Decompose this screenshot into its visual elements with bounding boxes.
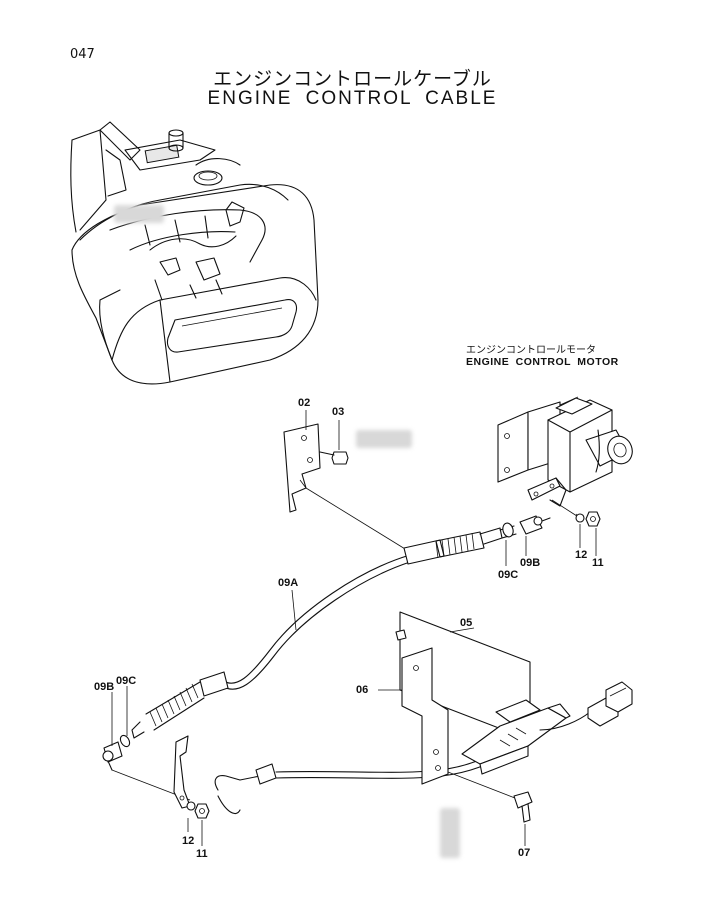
callout-12-top: 12: [575, 549, 588, 561]
callout-03: 03: [332, 406, 345, 418]
callout-06: 06: [356, 684, 369, 696]
engine-control-motor-illustration: [497, 396, 633, 507]
callout-11-top: 11: [592, 557, 604, 569]
title-japanese: エンジンコントロールケーブル: [213, 68, 492, 90]
callout-07: 07: [518, 847, 531, 859]
bracket-02-illustration: [283, 423, 349, 513]
callout-05: 05: [460, 617, 473, 629]
callout-09b-top: 09B: [520, 557, 541, 569]
callout-12-bottom: 12: [182, 835, 195, 847]
callout-09b-left: 09B: [94, 681, 115, 693]
callout-11-bottom: 11: [196, 848, 208, 860]
motor-label-japanese: エンジンコントロールモータ: [466, 345, 596, 356]
lower-cable-illustration: [214, 747, 505, 814]
callout-09c-left: 09C: [116, 675, 137, 687]
page-number: 047: [70, 47, 95, 62]
control-cable-illustration: [102, 487, 551, 801]
callout-09a: 09A: [278, 577, 299, 589]
machine-overview-illustration: [70, 121, 319, 385]
redacted-area-bottom: [440, 808, 460, 858]
plate-and-actuator-illustration: [395, 611, 633, 823]
lever-bracket-illustration: [173, 735, 210, 819]
callout-09c-top: 09C: [498, 569, 519, 581]
redacted-area-overview: [114, 205, 164, 223]
callout-02: 02: [298, 397, 311, 409]
motor-label-english: ENGINE CONTROL MOTOR: [466, 356, 619, 368]
redacted-area-bracket: [356, 430, 412, 448]
title-english: ENGINE CONTROL CABLE: [207, 88, 498, 109]
